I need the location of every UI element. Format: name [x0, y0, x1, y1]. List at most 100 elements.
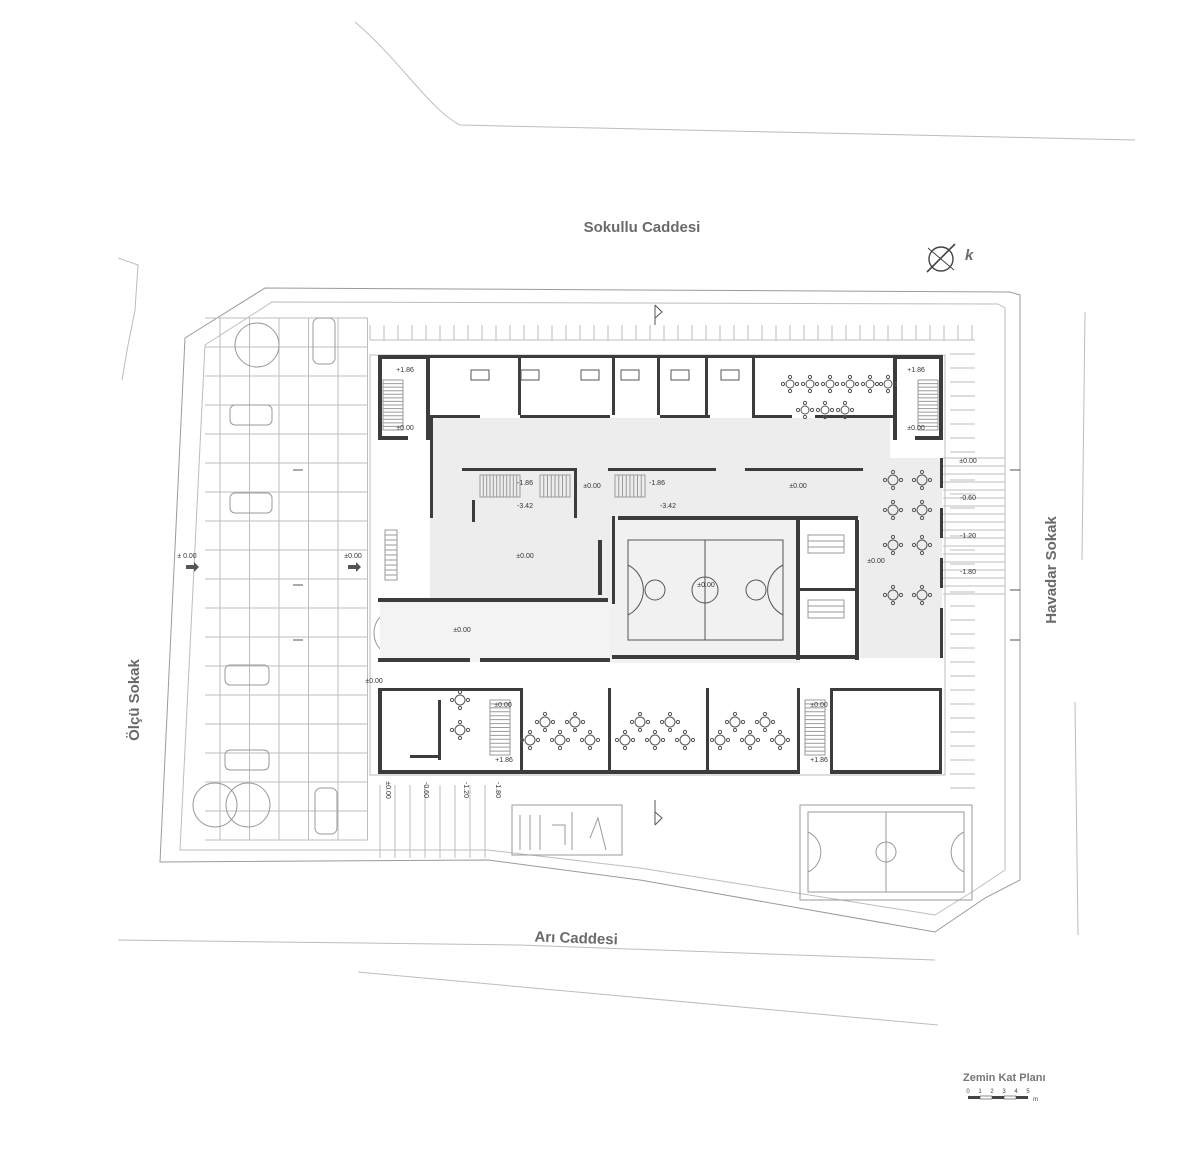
table-cafe	[887, 504, 899, 516]
table-cafe-chair	[911, 477, 917, 483]
table-office-chair	[457, 719, 463, 725]
table-cafe	[887, 474, 899, 486]
table-cafe	[887, 539, 899, 551]
table-classroom-chair	[572, 727, 578, 733]
table-library-chair	[807, 388, 813, 394]
table-library-chair	[820, 381, 826, 387]
table-classroom	[619, 734, 631, 746]
table-library-chair	[878, 381, 884, 387]
table-library	[785, 379, 795, 389]
table-classroom	[649, 734, 661, 746]
table-classroom-chair	[622, 729, 628, 735]
level-south-ramp-2: -0.60	[422, 782, 429, 798]
table-classroom-chair	[659, 719, 665, 725]
level-south-ramp-3: -1.20	[462, 782, 469, 798]
outdoor-court	[799, 804, 973, 901]
table-cafe-chair	[927, 507, 933, 513]
table-classroom-chair	[717, 729, 723, 735]
table-library-chair	[827, 388, 833, 394]
table-cafe-chair	[919, 600, 925, 606]
table-office-chair	[457, 705, 463, 711]
table-classroom-chair	[644, 737, 650, 743]
table-library-chair	[885, 374, 891, 380]
table-classroom-chair	[732, 727, 738, 733]
level-stair-se-bottom: +1.86	[810, 757, 828, 764]
table-library-chair	[814, 381, 820, 387]
table-cafe-chair	[890, 550, 896, 556]
parked-cars	[224, 317, 338, 835]
table-library-chair	[840, 381, 846, 387]
stairs	[382, 379, 939, 756]
level-stair-nw-top: +1.86	[396, 367, 414, 374]
level-entrance-west-inner: ±0.00	[344, 553, 362, 560]
level-stair-nw-bottom: ±0.00	[396, 425, 414, 432]
street-name-north: Sokullu Caddesi	[584, 219, 701, 236]
table-cafe	[916, 504, 928, 516]
desk	[720, 369, 740, 381]
scale-tick-2: 2	[990, 1089, 994, 1095]
table-classroom-chair	[557, 745, 563, 751]
table-cafe-chair	[919, 499, 925, 505]
table-cafe-chair	[927, 477, 933, 483]
section-markers	[186, 304, 1020, 826]
table-library-chair	[885, 388, 891, 394]
level-stair-b-lower: -3.42	[660, 503, 676, 510]
table-cafe-chair	[919, 515, 925, 521]
table-library-chair	[800, 381, 806, 387]
table-office-chair	[457, 735, 463, 741]
table-cafe-chair	[911, 592, 917, 598]
table-library	[840, 405, 850, 415]
table-classroom-chair	[614, 737, 620, 743]
table-library-chair	[829, 407, 835, 413]
table-classroom-chair	[754, 719, 760, 725]
level-courtyard: ±0.00	[453, 627, 471, 634]
table-cafe-chair	[882, 592, 888, 598]
table-cafe-chair	[890, 534, 896, 540]
indoor-court	[627, 539, 784, 641]
scale-unit: m	[1033, 1097, 1038, 1103]
scale-tick-1: 1	[978, 1089, 982, 1095]
table-classroom-chair	[660, 737, 666, 743]
table-library-chair	[892, 381, 898, 387]
table-cafe-chair	[890, 469, 896, 475]
table-office	[454, 694, 466, 706]
table-classroom-chair	[629, 719, 635, 725]
table-library-chair	[874, 381, 880, 387]
table-office-chair	[449, 727, 455, 733]
level-corridor-mid: ±0.00	[583, 483, 601, 490]
table-classroom-chair	[675, 719, 681, 725]
table-cafe-chair	[911, 507, 917, 513]
table-library-chair	[787, 374, 793, 380]
table-classroom-chair	[527, 729, 533, 735]
table-classroom-chair	[725, 737, 731, 743]
table-classroom-chair	[637, 727, 643, 733]
level-stair-ne-top: +1.86	[907, 367, 925, 374]
table-classroom-chair	[637, 711, 643, 717]
desk	[620, 369, 640, 381]
table-cafe-chair	[911, 542, 917, 548]
scale-bar: 0 1 2 3 4 5 m	[966, 1089, 1038, 1103]
table-library-chair	[822, 414, 828, 420]
walls	[378, 355, 943, 774]
table-classroom-chair	[770, 719, 776, 725]
table-library-chair	[809, 407, 815, 413]
table-classroom	[679, 734, 691, 746]
scale-tick-4: 4	[1014, 1089, 1018, 1095]
table-library-chair	[860, 381, 866, 387]
table-classroom-chair	[645, 719, 651, 725]
table-cafe-chair	[927, 592, 933, 598]
table-cafe-chair	[898, 542, 904, 548]
level-cafe: ±0.00	[867, 558, 885, 565]
table-classroom-chair	[667, 727, 673, 733]
table-library-chair	[842, 400, 848, 406]
drawing-title: Zemin Kat Planı	[963, 1072, 1046, 1084]
table-library-chair	[847, 374, 853, 380]
table-classroom	[714, 734, 726, 746]
context-lines	[117, 21, 1136, 1026]
table-cafe	[916, 589, 928, 601]
level-stair-b: -1.86	[649, 480, 665, 487]
south-yard	[379, 785, 623, 858]
table-cafe-chair	[919, 469, 925, 475]
table-classroom-chair	[740, 719, 746, 725]
level-stair-a-lower: -3.42	[517, 503, 533, 510]
